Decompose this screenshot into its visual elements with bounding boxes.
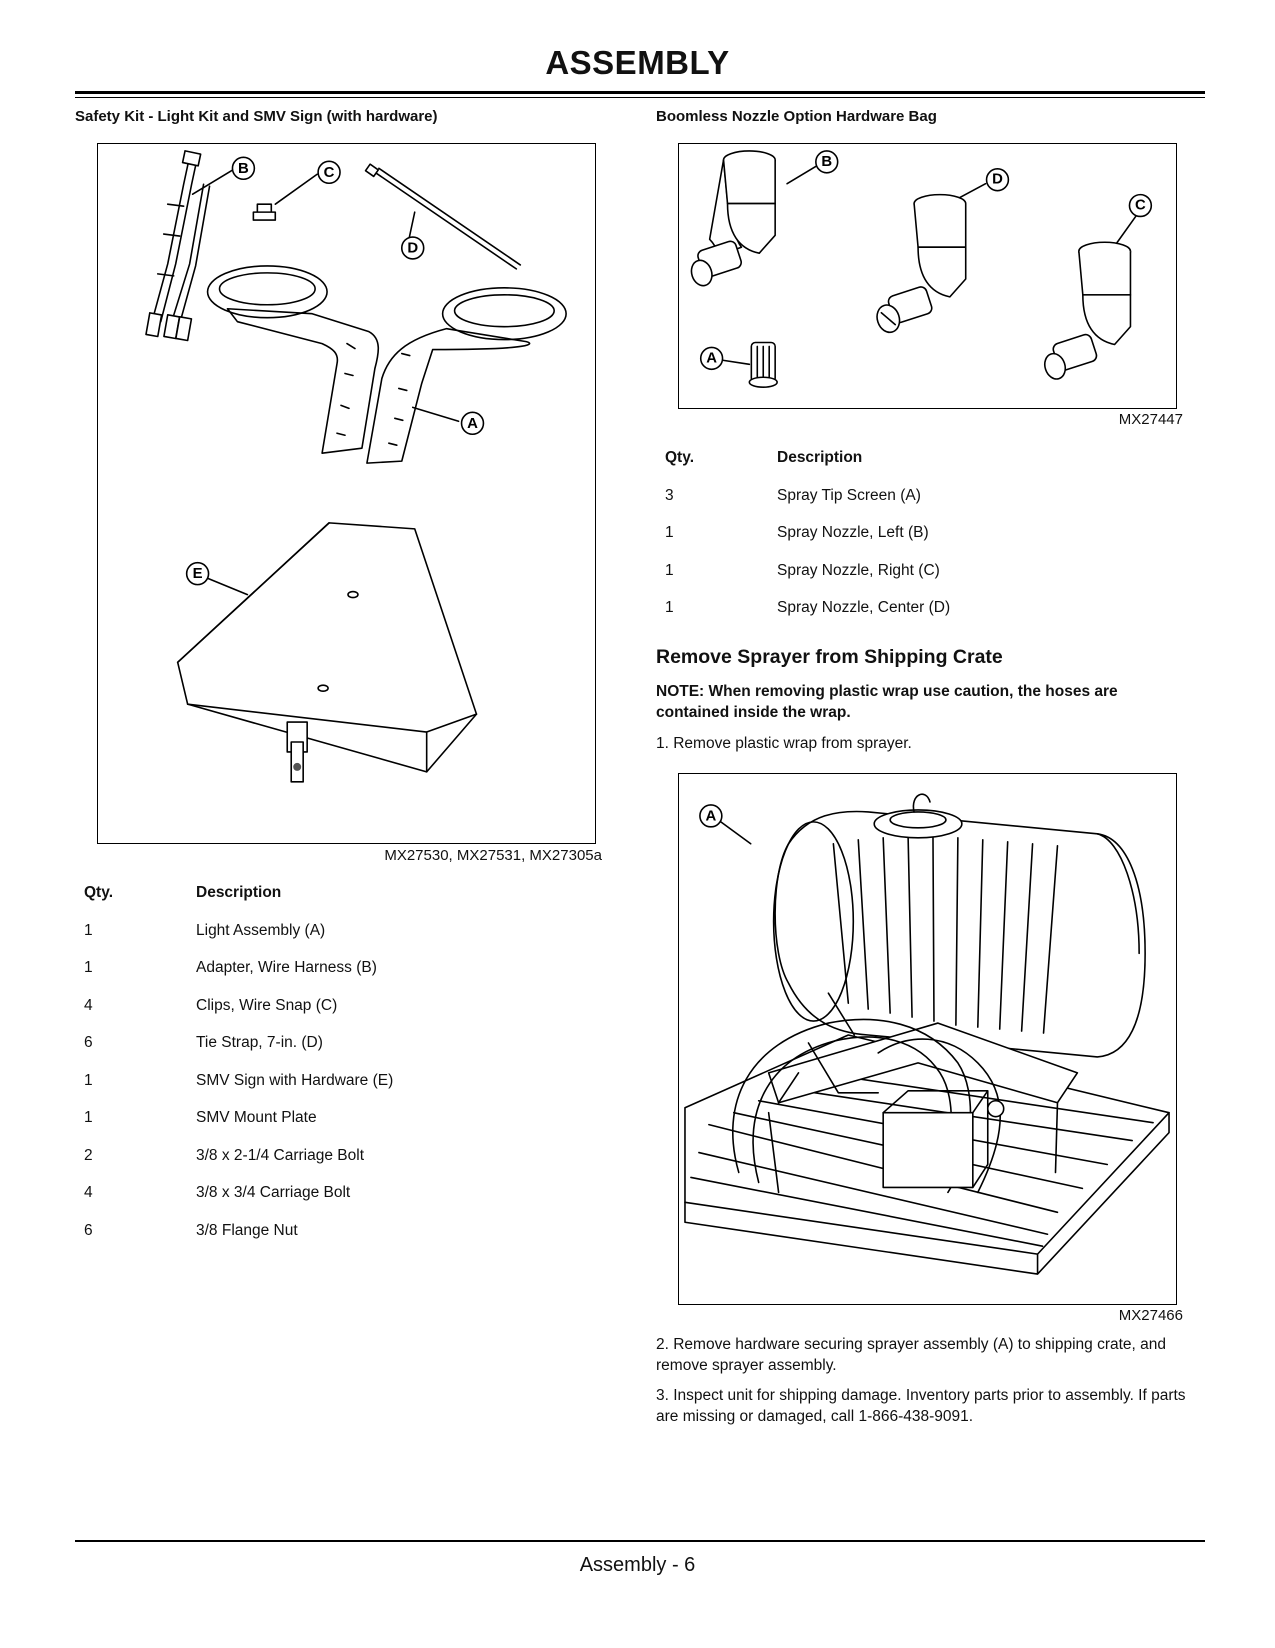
nozzle-bag-parts-table: Qty. Description 3 Spray Tip Screen (A) 1… xyxy=(665,449,950,637)
svg-text:D: D xyxy=(992,172,1003,188)
svg-text:A: A xyxy=(705,807,716,824)
clip-drawing xyxy=(252,203,277,221)
qty-cell: 1 xyxy=(665,599,674,616)
callout-c: C xyxy=(1128,193,1153,218)
svg-text:B: B xyxy=(238,160,249,177)
table-row: 1 Spray Nozzle, Right (C) xyxy=(665,562,950,600)
description-cell: 3/8 Flange Nut xyxy=(196,1221,298,1239)
page-title: ASSEMBLY xyxy=(545,44,730,81)
qty-header: Qty. xyxy=(84,884,113,901)
page-footer: Assembly - 6 xyxy=(579,1554,696,1576)
description-cell: 3/8 x 3/4 Carriage Bolt xyxy=(196,1184,351,1201)
nozzle-bag-illustration: B D C A xyxy=(690,150,1153,388)
qty-cell: 1 xyxy=(665,524,674,541)
table-row: 1 Spray Nozzle, Center (D) xyxy=(665,599,950,637)
step-2-text: 2. Remove hardware securing sprayer asse… xyxy=(656,1336,1167,1374)
table-row: 1 SMV Mount Plate xyxy=(84,1109,393,1147)
qty-cell: 6 xyxy=(84,1221,93,1239)
safety-kit-heading: Safety Kit - Light Kit and SMV Sign (wit… xyxy=(75,108,438,125)
nozzle-bag-figure-code: MX27447 xyxy=(1118,411,1183,428)
table-row: 2 3/8 x 2-1/4 Carriage Bolt xyxy=(84,1147,393,1185)
callout-d: D xyxy=(985,168,1010,192)
light-assembly-drawing xyxy=(206,265,567,464)
footer-rule xyxy=(75,1540,1205,1542)
description-cell: SMV Mount Plate xyxy=(196,1109,317,1126)
table-row: 1 Light Assembly (A) xyxy=(84,922,393,960)
callout-b: B xyxy=(815,150,839,174)
qty-header: Qty. xyxy=(665,449,694,466)
callout-d: D xyxy=(400,236,425,260)
svg-text:D: D xyxy=(407,239,418,256)
table-row: 3 Spray Tip Screen (A) xyxy=(665,487,950,525)
callout-e: E xyxy=(185,561,210,586)
table-row: 1 SMV Sign with Hardware (E) xyxy=(84,1072,393,1110)
safety-kit-illustration: B C D A E xyxy=(145,150,567,783)
callout-a: A xyxy=(699,804,723,828)
step-1-text: 1. Remove plastic wrap from sprayer. xyxy=(656,735,912,752)
table-row: 4 3/8 x 3/4 Carriage Bolt xyxy=(84,1184,393,1222)
nozzle-right-drawing xyxy=(1043,241,1132,380)
sprayer-crate-illustration: A xyxy=(684,793,1170,1275)
description-cell: Spray Nozzle, Center (D) xyxy=(777,599,951,616)
qty-cell: 6 xyxy=(84,1034,93,1051)
table-row: 1 Spray Nozzle, Left (B) xyxy=(665,524,950,562)
table-row: 1 Adapter, Wire Harness (B) xyxy=(84,959,393,997)
qty-cell: 1 xyxy=(84,921,93,939)
table-row: 6 Tie Strap, 7-in. (D) xyxy=(84,1034,393,1072)
smv-sign-drawing xyxy=(176,522,478,783)
caution-note: NOTE: When removing plastic wrap use cau… xyxy=(656,683,1118,721)
qty-cell: 4 xyxy=(84,996,93,1014)
tie-strap-drawing xyxy=(364,163,522,270)
table-header-row: Qty. Description xyxy=(84,884,393,922)
sprayer-crate-figure-code: MX27466 xyxy=(1118,1307,1183,1324)
safety-kit-figure: B C D A E xyxy=(97,143,596,844)
table-row: 6 3/8 Flange Nut xyxy=(84,1222,393,1260)
callout-c: C xyxy=(317,160,341,185)
description-header: Description xyxy=(777,449,863,466)
nozzle-center-drawing xyxy=(876,193,967,334)
qty-cell: 1 xyxy=(84,959,93,976)
callout-a: A xyxy=(460,411,485,436)
remove-section-heading: Remove Sprayer from Shipping Crate xyxy=(656,646,1003,668)
svg-text:C: C xyxy=(1135,198,1146,214)
table-row: 4 Clips, Wire Snap (C) xyxy=(84,997,393,1035)
table-header-row: Qty. Description xyxy=(665,449,950,487)
wire-harness-drawing xyxy=(145,150,211,342)
safety-kit-figure-code: MX27530, MX27531, MX27305a xyxy=(384,847,602,864)
description-cell: Spray Nozzle, Left (B) xyxy=(777,524,929,541)
frame-and-hoses-drawing xyxy=(731,992,1079,1194)
callout-b: B xyxy=(231,156,256,181)
step-3-text: 3. Inspect unit for shipping damage. Inv… xyxy=(656,1387,1186,1425)
description-cell: Clips, Wire Snap (C) xyxy=(196,996,338,1014)
qty-cell: 4 xyxy=(84,1184,93,1201)
description-cell: Light Assembly (A) xyxy=(196,921,326,939)
svg-text:A: A xyxy=(706,350,717,366)
description-cell: SMV Sign with Hardware (E) xyxy=(196,1071,394,1089)
svg-text:C: C xyxy=(324,164,335,181)
description-cell: Spray Tip Screen (A) xyxy=(777,486,921,504)
nozzle-bag-heading: Boomless Nozzle Option Hardware Bag xyxy=(656,108,937,125)
qty-cell: 1 xyxy=(665,561,674,579)
description-header: Description xyxy=(196,884,282,901)
header-rule-thick xyxy=(75,91,1205,94)
nozzle-bag-figure: B D C A xyxy=(678,143,1177,409)
nozzle-left-drawing xyxy=(690,150,776,287)
callout-a: A xyxy=(699,346,724,371)
sprayer-crate-figure: A xyxy=(678,773,1177,1305)
header-rule-thin xyxy=(75,97,1205,98)
description-cell: Adapter, Wire Harness (B) xyxy=(196,959,377,976)
qty-cell: 1 xyxy=(84,1109,93,1126)
qty-cell: 2 xyxy=(84,1146,93,1164)
spray-tip-screen-drawing xyxy=(748,341,778,388)
qty-cell: 3 xyxy=(665,486,674,504)
tank-drawing xyxy=(772,793,1146,1058)
svg-text:B: B xyxy=(821,154,832,170)
description-cell: Tie Strap, 7-in. (D) xyxy=(196,1034,323,1051)
svg-text:A: A xyxy=(467,415,478,432)
description-cell: 3/8 x 2-1/4 Carriage Bolt xyxy=(196,1146,365,1164)
svg-text:E: E xyxy=(193,565,203,582)
description-cell: Spray Nozzle, Right (C) xyxy=(777,561,940,579)
qty-cell: 1 xyxy=(84,1071,93,1089)
